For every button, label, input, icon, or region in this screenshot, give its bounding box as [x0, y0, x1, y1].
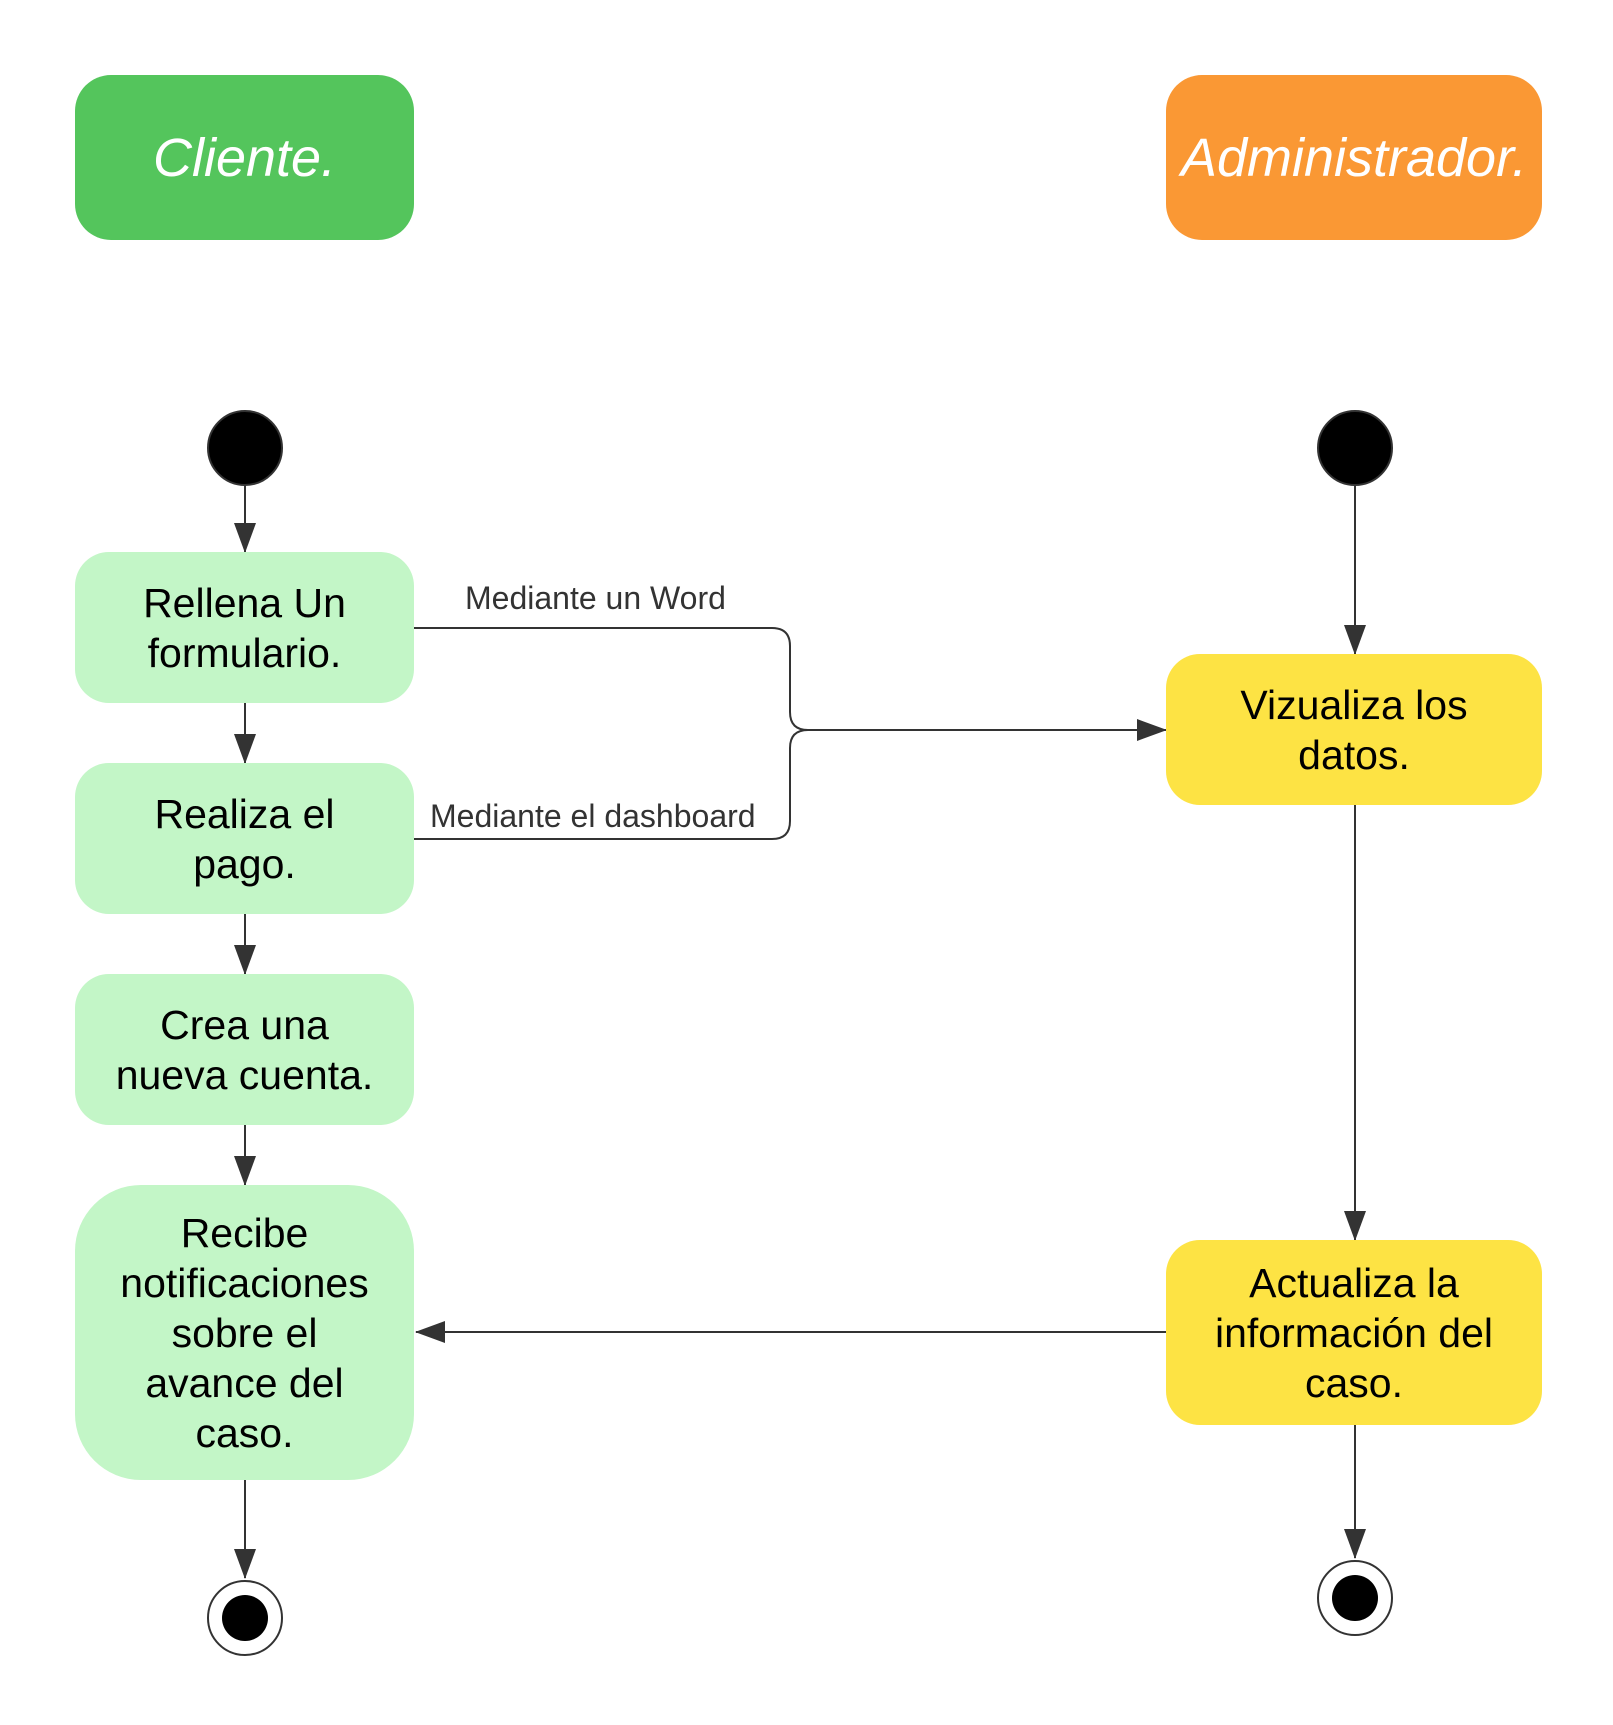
client-end-node [207, 1580, 283, 1656]
connector-word [414, 627, 809, 731]
connector-dashboard [414, 729, 809, 840]
client-start-node [207, 410, 283, 486]
activity-receive-notifications: Recibe notificaciones sobre el avance de… [75, 1185, 414, 1480]
lane-header-client: Cliente. [75, 75, 414, 240]
activity-view-data: Vizualiza los datos. [1166, 654, 1542, 805]
edge-label-via-dashboard: Mediante el dashboard [428, 798, 758, 835]
lane-header-admin: Administrador. [1166, 75, 1542, 240]
activity-update-info: Actualiza la información del caso. [1166, 1240, 1542, 1425]
admin-start-node [1317, 410, 1393, 486]
admin-end-node [1317, 1560, 1393, 1636]
activity-create-account: Crea una nueva cuenta. [75, 974, 414, 1125]
edge-label-via-word: Mediante un Word [463, 580, 728, 617]
activity-fill-form: Rellena Un formulario. [75, 552, 414, 703]
activity-make-payment: Realiza el pago. [75, 763, 414, 914]
